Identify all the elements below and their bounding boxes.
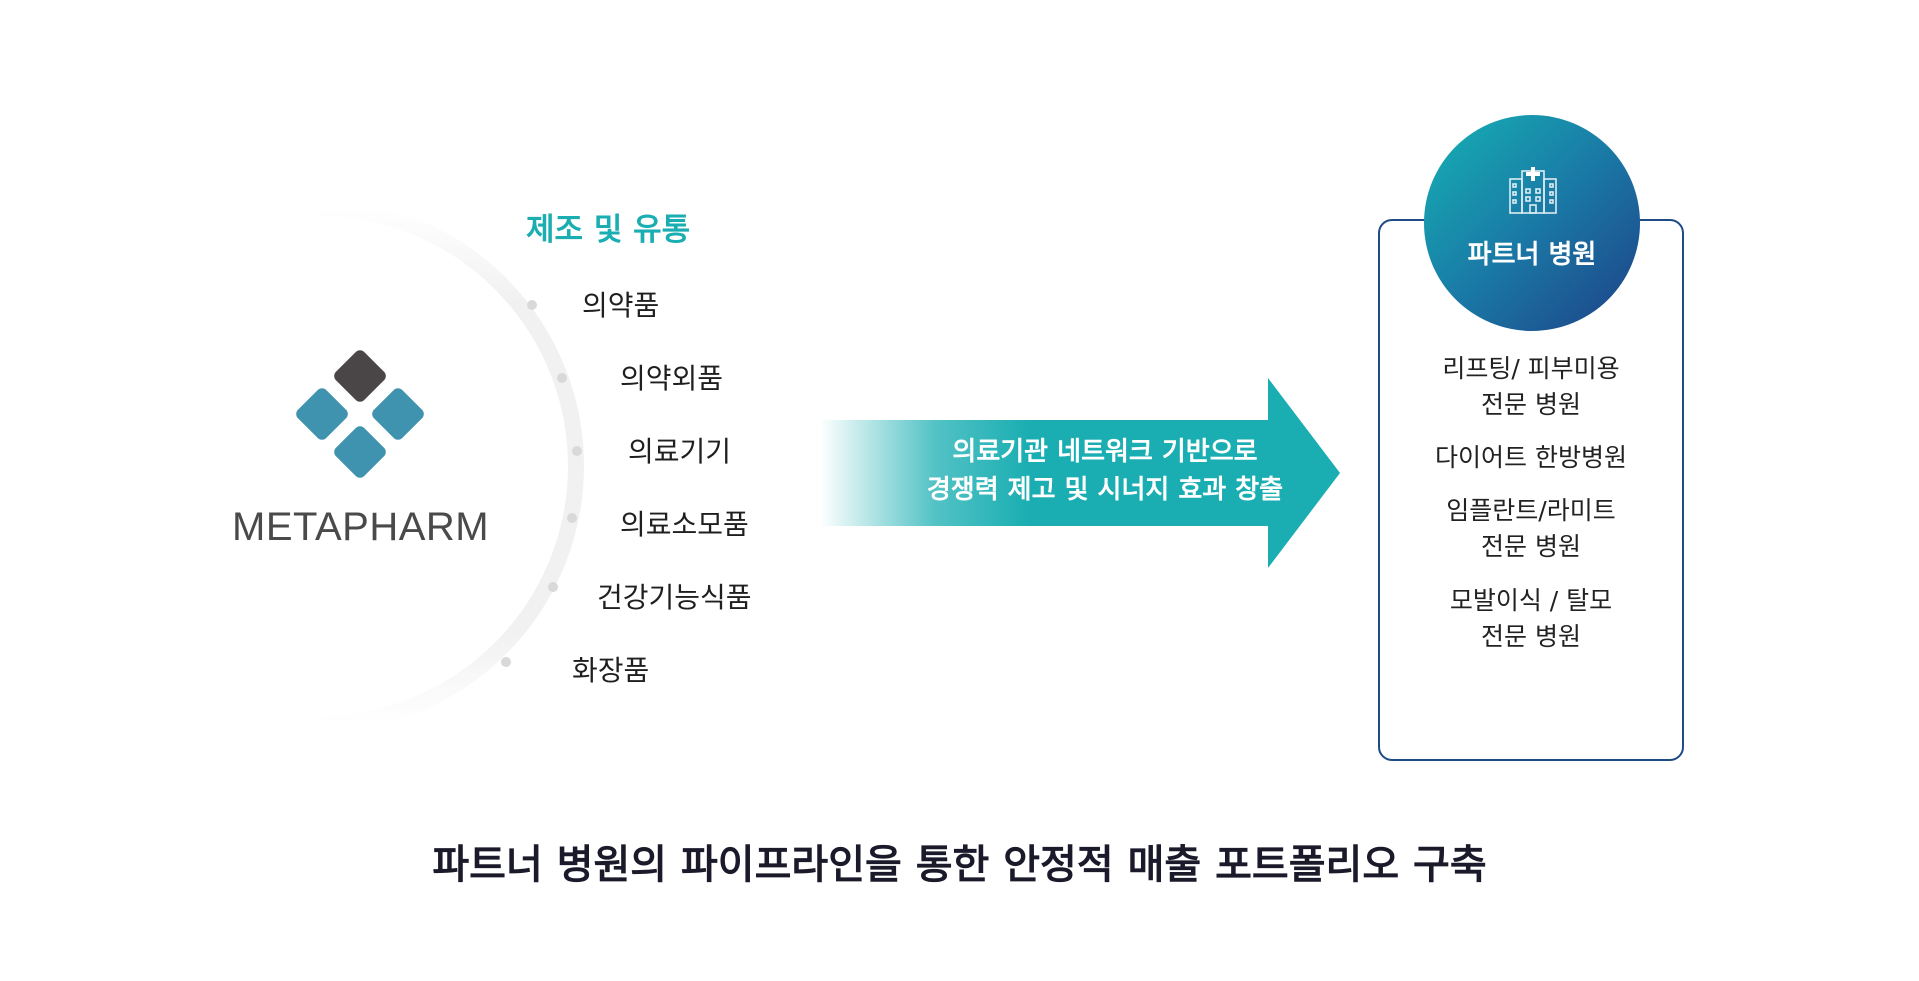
partner-hospital-title: 파트너 병원 bbox=[1467, 240, 1597, 270]
arrow-caption-line2: 경쟁력 제고 및 시너지 효과 창출 bbox=[926, 475, 1284, 505]
partner-item-implant-lamit: 임플란트/라미트 전문 병원 bbox=[1446, 496, 1616, 561]
partner-item-hair-transplant: 모발이식 / 탈모 전문 병원 bbox=[1449, 586, 1613, 651]
partner-item-lifting-skin: 리프팅/ 피부미용 전문 병원 bbox=[1442, 354, 1620, 419]
list-dot bbox=[557, 373, 567, 383]
metapharm-logo-icon bbox=[296, 350, 424, 478]
manufacturing-title: 제조 및 유통 bbox=[526, 212, 691, 248]
list-item-quasi-drugs: 의약외품 bbox=[620, 362, 724, 395]
list-dot bbox=[572, 446, 582, 456]
list-dot bbox=[548, 582, 558, 592]
logo-text: METAPHARM bbox=[232, 505, 490, 549]
list-item-pharmaceuticals: 의약품 bbox=[582, 289, 660, 322]
list-item-cosmetics: 화장품 bbox=[572, 654, 650, 687]
list-dot bbox=[527, 300, 537, 310]
synergy-arrow bbox=[820, 378, 1340, 568]
list-item-medical-devices: 의료기기 bbox=[628, 435, 732, 468]
partner-hospital-badge bbox=[1424, 115, 1640, 331]
list-item-health-functional-food: 건강기능식품 bbox=[597, 581, 752, 614]
hospital-icon bbox=[1509, 167, 1557, 214]
portfolio-title: 파트너 병원의 파이프라인을 통한 안정적 매출 포트폴리오 구축 bbox=[432, 842, 1487, 888]
arrow-caption-line1: 의료기관 네트워크 기반으로 bbox=[952, 437, 1258, 467]
arrow-caption: 의료기관 네트워크 기반으로 경쟁력 제고 및 시너지 효과 창출 bbox=[890, 433, 1320, 509]
list-item-medical-consumables: 의료소모품 bbox=[620, 508, 749, 541]
list-dot bbox=[501, 657, 511, 667]
list-dot bbox=[567, 513, 577, 523]
partner-item-diet-oriental: 다이어트 한방병원 bbox=[1435, 443, 1627, 472]
